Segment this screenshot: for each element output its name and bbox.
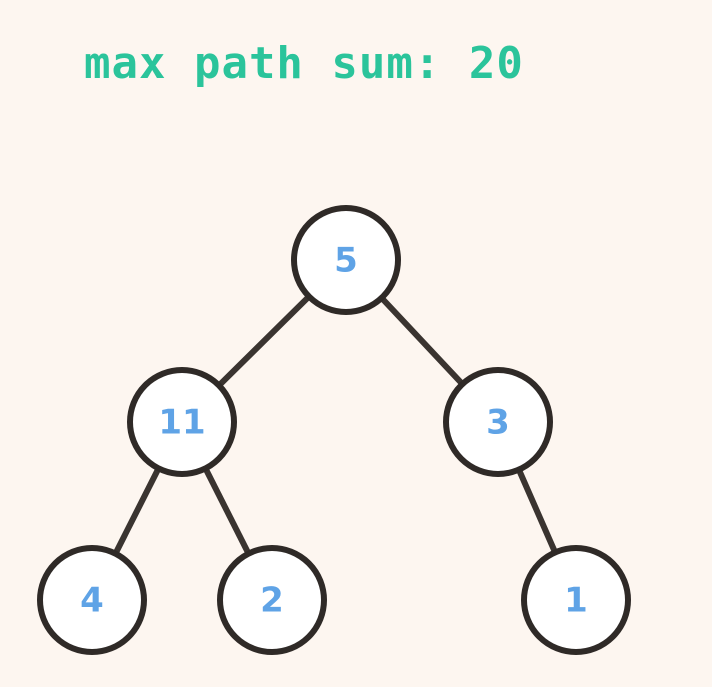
tree-node-right-right: 1 bbox=[521, 545, 631, 655]
edge-root-to-right bbox=[378, 294, 466, 388]
max-path-sum-heading: max path sum: 20 bbox=[84, 38, 524, 89]
edge-left-to-left-left bbox=[112, 465, 162, 557]
tree-node-root: 5 bbox=[291, 205, 401, 315]
node-value: 3 bbox=[486, 403, 510, 443]
node-circle bbox=[217, 545, 327, 655]
tree-node-left: 11 bbox=[127, 367, 237, 477]
node-value: 2 bbox=[260, 581, 284, 621]
node-value: 5 bbox=[334, 241, 358, 281]
edge-root-to-left bbox=[215, 293, 313, 389]
tree-edges bbox=[112, 293, 559, 557]
node-circle bbox=[443, 367, 553, 477]
tree-node-left-left: 4 bbox=[37, 545, 147, 655]
node-circle bbox=[37, 545, 147, 655]
tree-node-left-right: 2 bbox=[217, 545, 327, 655]
node-value: 11 bbox=[158, 403, 205, 443]
node-circle bbox=[291, 205, 401, 315]
tree-node-right: 3 bbox=[443, 367, 553, 477]
node-circle bbox=[521, 545, 631, 655]
edge-right-to-right-right bbox=[515, 466, 559, 556]
tree-nodes: 5 11 3 4 2 1 bbox=[37, 205, 631, 655]
node-value: 4 bbox=[80, 581, 104, 621]
edge-left-to-left-right bbox=[202, 465, 252, 557]
node-circle bbox=[127, 367, 237, 477]
node-value: 1 bbox=[564, 581, 588, 621]
